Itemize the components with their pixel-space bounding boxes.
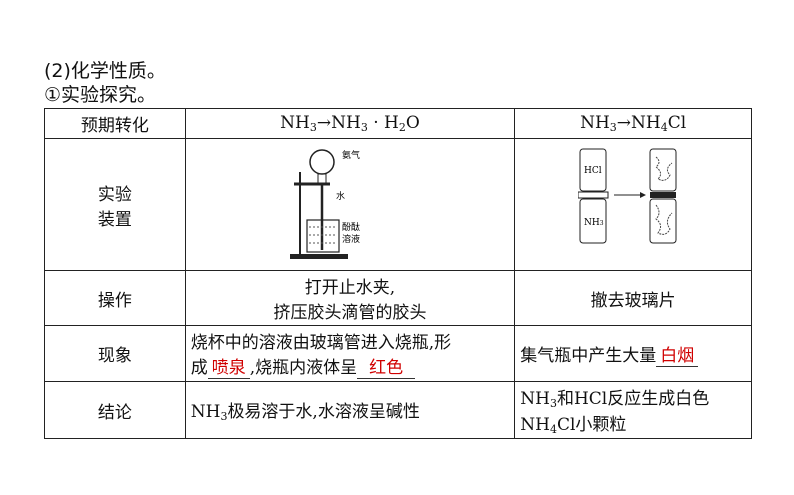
phenomenon-col2: 集气瓶中产生大量白烟 <box>514 325 752 382</box>
operation-col1: 打开止水夹,挤压胶头滴管的胶头 <box>184 270 516 326</box>
row-label: 操作 <box>44 270 186 326</box>
header-nh3-to-nh3h2o: NH3→NH3 · H2O <box>184 108 516 139</box>
table-header-row: 预期转化 NH3→NH3 · H2O NH3→NH4Cl <box>44 108 752 139</box>
row-label: 现象 <box>44 325 186 382</box>
answer-fountain: 喷泉 <box>207 353 250 379</box>
header-label: 预期转化 <box>44 108 186 139</box>
conclusion-col1: NH3极易溶于水,水溶液呈碱性 <box>184 381 516 439</box>
phenomenon-row: 现象 烧杯中的溶液由玻璃管进入烧瓶,形成喷泉,烧瓶内液体呈红色 集气瓶中产生大量… <box>44 325 752 382</box>
experiment-table: 预期转化 NH3→NH3 · H2O NH3→NH4Cl 实验装置 氨气 水 酚… <box>44 108 752 439</box>
hcl-nh3-bottles-figure: HCl NH3 <box>514 138 752 271</box>
answer-red: 红色 <box>357 353 416 379</box>
svg-text:溶液: 溶液 <box>342 233 360 245</box>
phenomenon-col1: 烧杯中的溶液由玻璃管进入烧瓶,形成喷泉,烧瓶内液体呈红色 <box>184 325 516 382</box>
row-label: 实验装置 <box>44 138 186 271</box>
svg-text:HCl: HCl <box>584 166 602 176</box>
answer-white-smoke: 白烟 <box>656 341 699 367</box>
apparatus-row: 实验装置 氨气 水 酚酞 溶液 HCl NH3 <box>44 138 752 271</box>
operation-col2: 撤去玻璃片 <box>514 270 752 326</box>
svg-text:酚酞: 酚酞 <box>342 221 360 233</box>
svg-text:水: 水 <box>336 190 345 202</box>
subsection-heading: ①实验探究。 <box>44 84 157 106</box>
operation-row: 操作 打开止水夹,挤压胶头滴管的胶头 撤去玻璃片 <box>44 270 752 326</box>
row-label: 结论 <box>44 381 186 439</box>
header-nh3-to-nh4cl: NH3→NH4Cl <box>514 108 752 139</box>
svg-text:氨气: 氨气 <box>342 149 360 161</box>
fountain-apparatus-figure: 氨气 水 酚酞 溶液 <box>184 138 516 271</box>
svg-text:NH3: NH3 <box>584 218 604 228</box>
section-heading: (2)化学性质。 <box>44 60 166 82</box>
